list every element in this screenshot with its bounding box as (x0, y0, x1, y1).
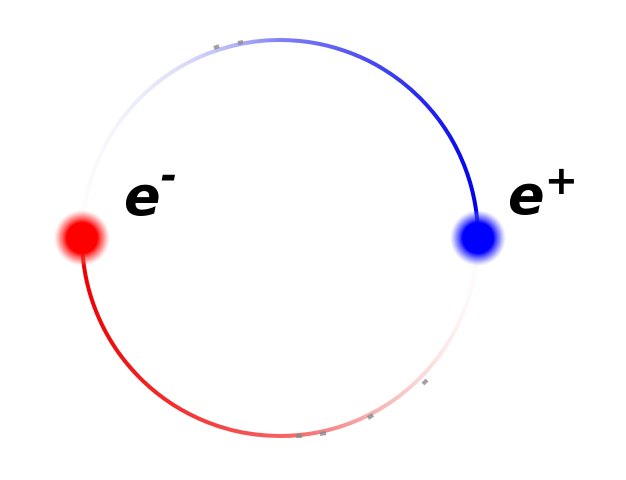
electron-label-superscript: - (161, 153, 178, 199)
positron-label-superscript: + (545, 158, 579, 204)
electron-label: e- (124, 153, 177, 228)
electron-particle (54, 210, 110, 266)
positron-label-base: e (508, 164, 545, 227)
orbit-dash-marks (213, 40, 429, 438)
positron-trajectory (80, 38, 480, 240)
positron-label: e+ (508, 158, 578, 227)
electron-trajectory (80, 236, 480, 438)
positron-particle (450, 210, 506, 266)
electron-label-base: e (124, 165, 161, 228)
